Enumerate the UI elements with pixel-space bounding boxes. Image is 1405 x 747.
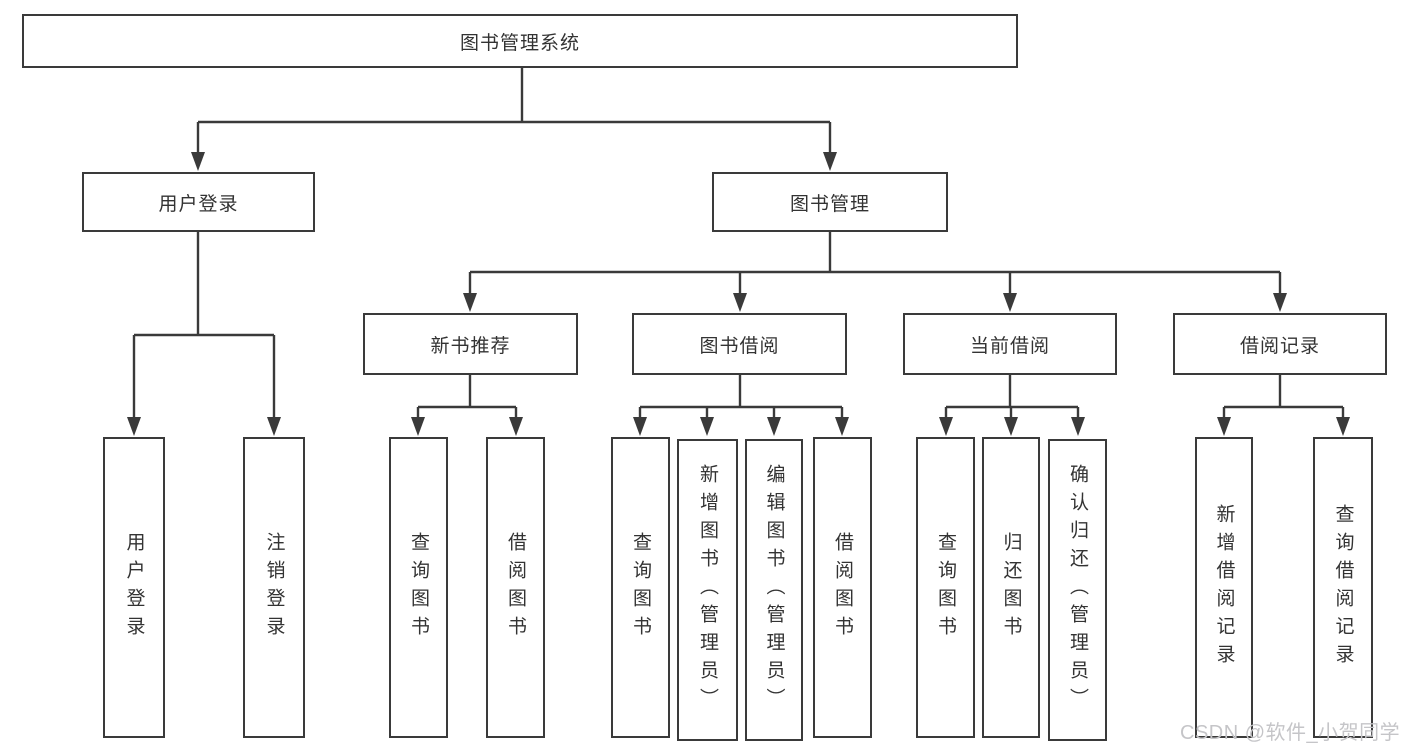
node-label: 图书借阅	[699, 335, 780, 357]
node-label: 新增图书（管理员）	[697, 464, 718, 716]
node-label: 编辑图书（管理员）	[763, 464, 785, 716]
node-label: 用户登录	[123, 531, 145, 644]
connector-root-to-level2	[196, 67, 832, 156]
node-label: 确认归还（管理员）	[1067, 464, 1088, 716]
node-label: 用户登录	[158, 193, 239, 215]
connector-user-login	[132, 231, 276, 420]
node-label: 归还图书	[1000, 531, 1022, 644]
connector-book-management	[468, 231, 1282, 298]
node-add-books-admin: 新增图书（管理员）	[677, 439, 738, 741]
node-label: 新书推荐	[430, 335, 511, 357]
node-label: 查询借阅记录	[1332, 503, 1354, 672]
node-borrow-books-recommend: 借阅图书	[486, 437, 545, 738]
node-label: 借阅图书	[505, 531, 526, 644]
node-edit-books-admin: 编辑图书（管理员）	[745, 439, 803, 741]
node-label: 借阅记录	[1239, 335, 1320, 357]
node-return-books: 归还图书	[982, 437, 1040, 738]
node-borrow-books: 借阅图书	[813, 437, 872, 738]
node-confirm-return-admin: 确认归还（管理员）	[1048, 439, 1107, 741]
node-label: 借阅图书	[832, 531, 853, 644]
node-query-books-current: 查询图书	[916, 437, 975, 738]
node-label: 图书管理系统	[459, 32, 580, 54]
node-book-management-system: 图书管理系统	[22, 14, 1018, 68]
node-label: 查询图书	[630, 531, 651, 644]
node-label: 新增借阅记录	[1213, 503, 1235, 672]
connector-borrowing-records	[1222, 374, 1345, 420]
node-add-borrow-record: 新增借阅记录	[1195, 437, 1253, 738]
node-label: 查询图书	[935, 531, 956, 644]
node-label: 图书管理	[789, 193, 870, 215]
node-query-borrow-record: 查询借阅记录	[1313, 437, 1373, 738]
node-query-books-borrow: 查询图书	[611, 437, 670, 738]
node-user-login-leaf: 用户登录	[103, 437, 165, 738]
node-query-books-recommend: 查询图书	[389, 437, 448, 738]
node-label: 注销登录	[263, 531, 285, 644]
connector-new-book-recommend	[416, 374, 518, 420]
node-label: 查询图书	[408, 531, 429, 644]
node-book-management: 图书管理	[712, 172, 948, 232]
node-label: 当前借阅	[969, 335, 1050, 357]
connector-current-borrowing	[944, 374, 1080, 420]
node-current-borrowing: 当前借阅	[903, 313, 1117, 375]
watermark: CSDN @软件_小贺同学	[1180, 722, 1401, 744]
node-book-borrowing: 图书借阅	[632, 313, 847, 375]
connector-book-borrowing	[638, 374, 844, 420]
node-new-book-recommend: 新书推荐	[363, 313, 578, 375]
node-user-login: 用户登录	[82, 172, 315, 232]
node-logout: 注销登录	[243, 437, 305, 738]
node-borrowing-records: 借阅记录	[1173, 313, 1387, 375]
